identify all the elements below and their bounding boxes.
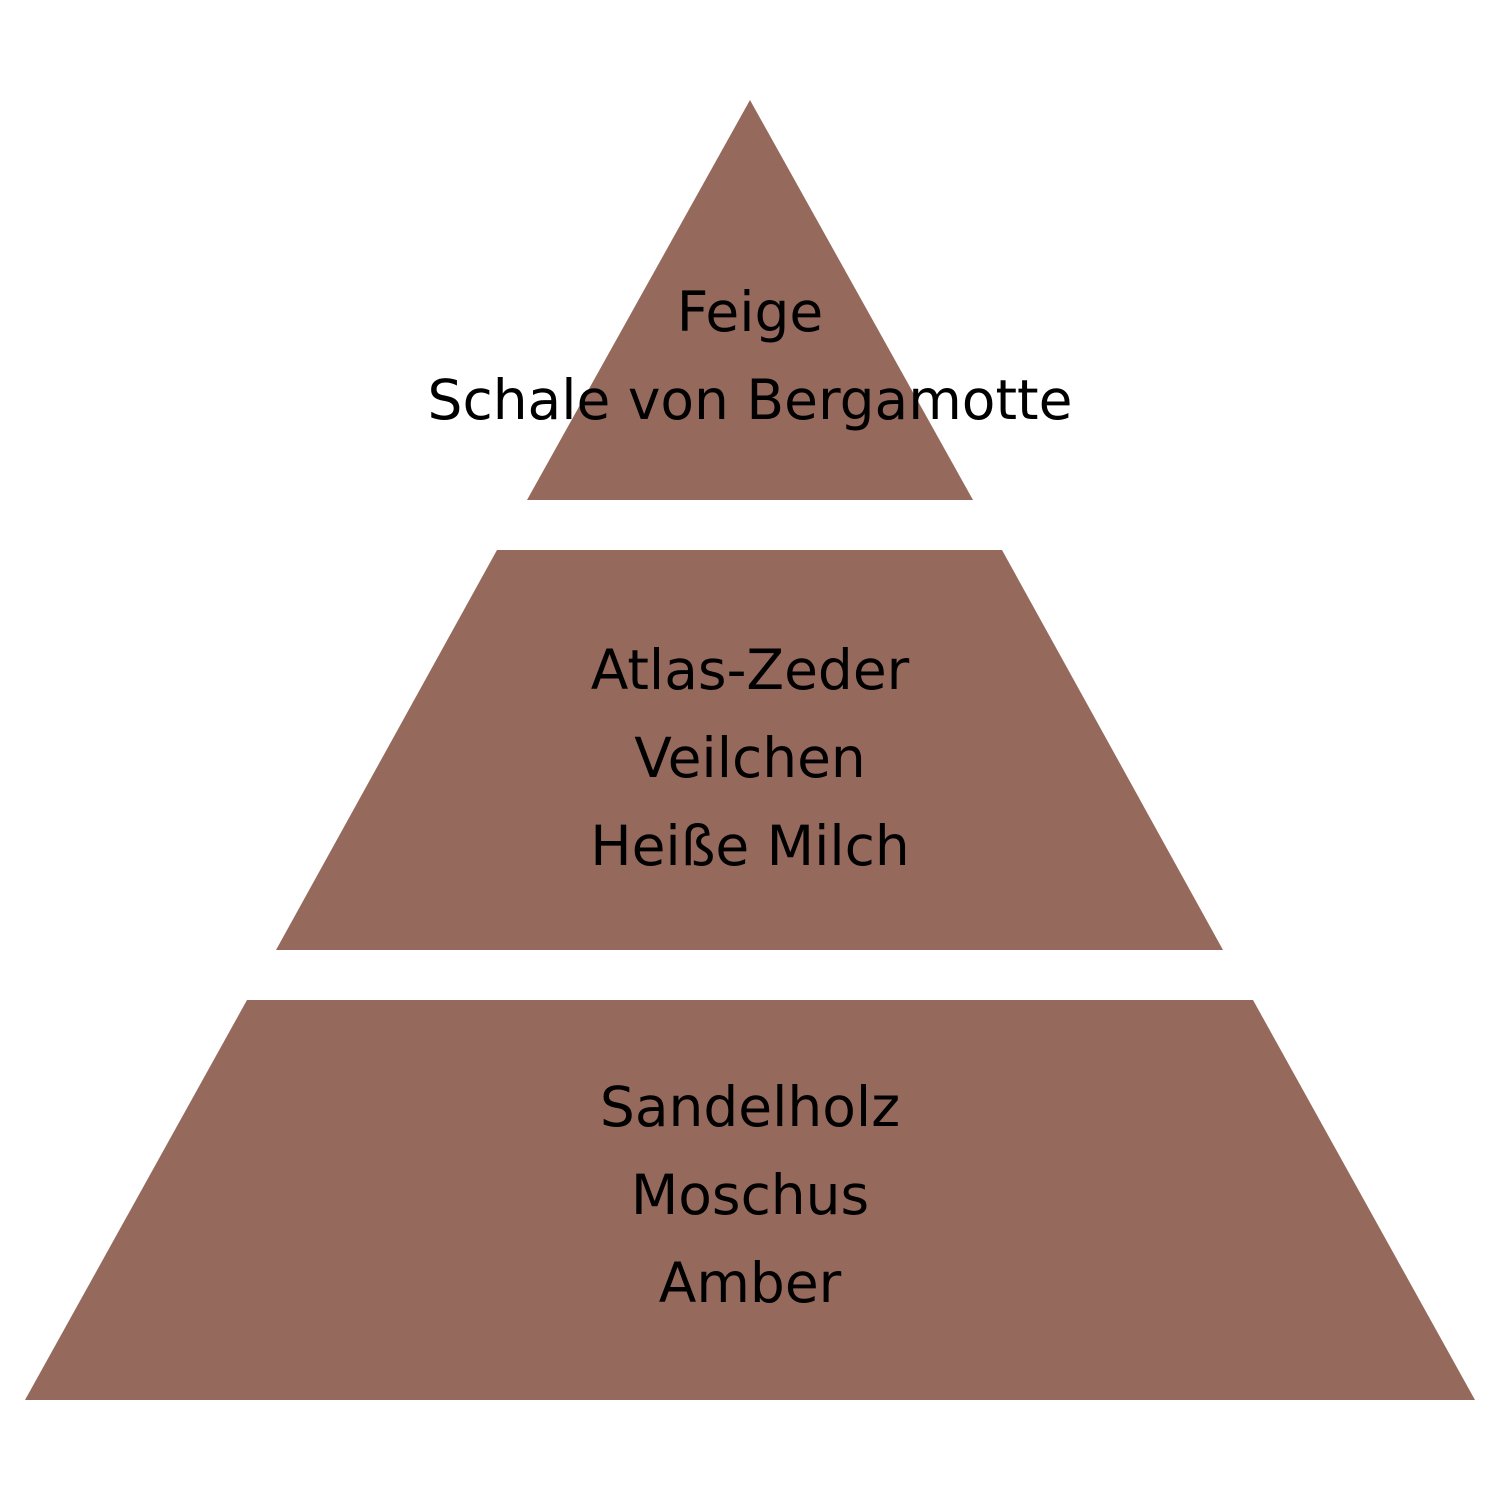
tier-base-notes: Sandelholz Moschus Amber [0,1063,1500,1327]
note-label: Atlas-Zeder [590,638,910,702]
pyramid-tier-middle [276,550,1223,950]
tier-top-notes: Feige Schale von Bergamotte [0,268,1500,444]
note-label: Amber [658,1251,842,1315]
note-label: Veilchen [634,726,866,790]
tier-middle-notes: Atlas-Zeder Veilchen Heiße Milch [0,626,1500,890]
note-label: Schale von Bergamotte [427,368,1073,432]
pyramid-tier-top [527,100,973,500]
pyramid-tier-bottom [25,1000,1475,1400]
note-label: Sandelholz [599,1075,901,1139]
note-label: Heiße Milch [590,814,910,878]
note-label: Moschus [630,1163,870,1227]
note-label: Feige [676,280,824,344]
